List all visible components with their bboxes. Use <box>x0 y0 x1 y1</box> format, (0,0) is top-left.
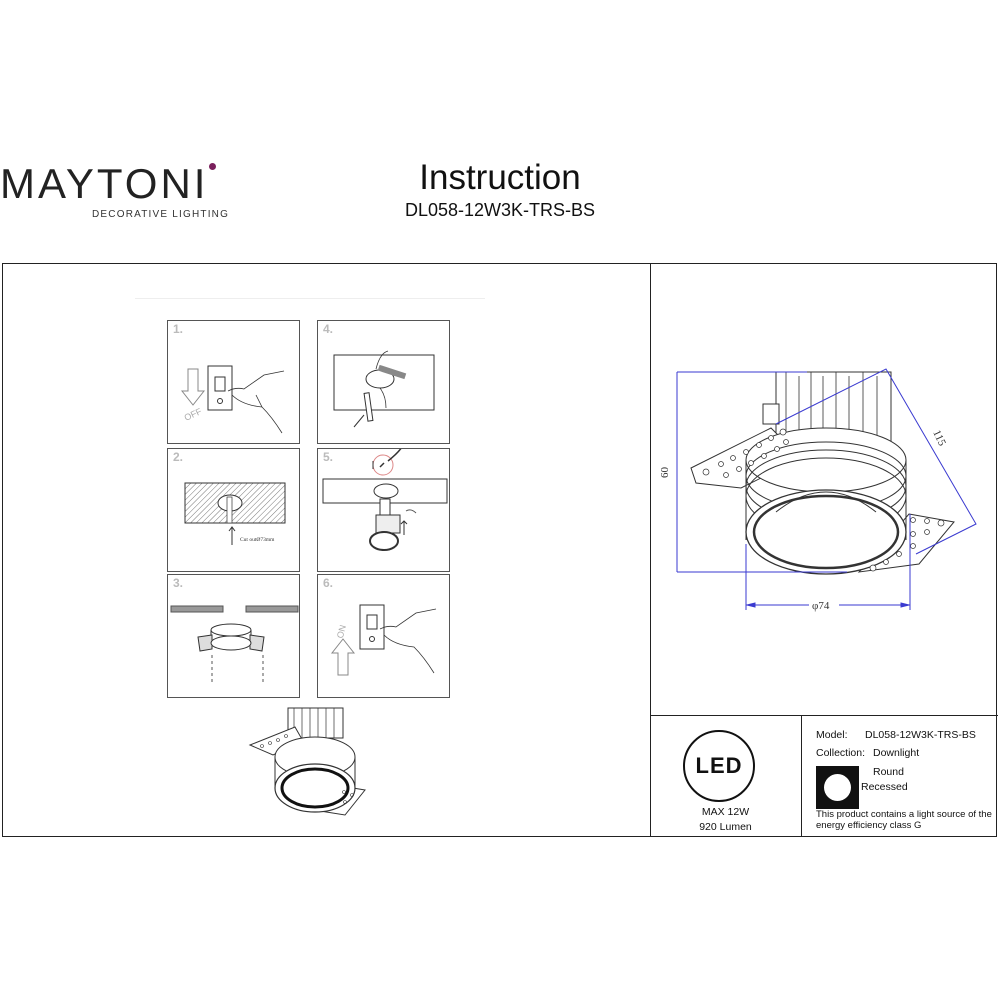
step-5-panel: 5. <box>317 448 450 572</box>
step-label: ON <box>335 624 348 640</box>
step-2-panel: 2. Cut outØ73mm <box>167 448 300 572</box>
diagonal-dimension: 115 <box>930 428 948 448</box>
content-frame <box>2 263 997 837</box>
step-4-panel: 4. <box>317 320 450 444</box>
ceiling-cutout-illustration: Cut outØ73mm <box>184 482 286 545</box>
round-recessed-icon <box>816 766 859 809</box>
energy-note-line2: energy efficiency class G <box>816 820 922 831</box>
switch-off-illustration: OFF <box>180 365 285 434</box>
divider <box>135 298 485 299</box>
brand-name: MAYTONI <box>0 160 209 207</box>
step-number: 1. <box>173 322 184 336</box>
lumen-rating: 920 Lumen <box>699 821 752 833</box>
shape-value: Round <box>873 766 904 778</box>
model-code: DL058-12W3K-TRS-BS <box>404 200 596 220</box>
divider <box>650 715 998 716</box>
plaster-ceiling-illustration <box>333 350 435 428</box>
collection-value: Downlight <box>873 747 920 759</box>
step-label: OFF <box>183 406 204 423</box>
step-6-panel: 6. ON <box>317 574 450 698</box>
collection-label: Collection: <box>816 747 866 759</box>
product-thumbnail <box>248 707 366 816</box>
power-rating: MAX 12W <box>701 806 750 818</box>
divider <box>650 263 651 837</box>
page-title: Instruction <box>419 158 581 197</box>
connect-install-illustration <box>322 449 448 551</box>
step-number: 5. <box>323 450 334 464</box>
brand-tagline: DECORATIVE LIGHTING <box>92 209 230 220</box>
mounting-value: Recessed <box>861 781 908 793</box>
led-badge: LED <box>683 730 755 802</box>
step-number: 6. <box>323 576 334 590</box>
energy-note-line1: This product contains a light source of … <box>816 809 992 820</box>
height-dimension: 60 <box>659 467 671 479</box>
dimension-lines <box>676 368 977 610</box>
step-number: 4. <box>323 322 334 336</box>
switch-on-illustration: ON <box>330 604 437 676</box>
model-value: DL058-12W3K-TRS-BS <box>865 729 976 741</box>
step-number: 3. <box>173 576 184 590</box>
step-label: Cut outØ73mm <box>240 537 275 543</box>
step-number: 2. <box>173 450 184 464</box>
insert-frame-illustration <box>170 605 299 685</box>
diameter-dimension: φ74 <box>812 600 830 612</box>
step-1-panel: 1. OFF <box>167 320 300 444</box>
divider <box>801 715 802 837</box>
step-3-panel: 3. <box>167 574 300 698</box>
logo-dot <box>209 163 216 170</box>
dimension-drawing: 60 115 φ74 <box>659 368 977 612</box>
brand-logo: MAYTONI <box>0 160 222 208</box>
lamp-drawing <box>690 371 955 575</box>
model-label: Model: <box>816 729 848 741</box>
